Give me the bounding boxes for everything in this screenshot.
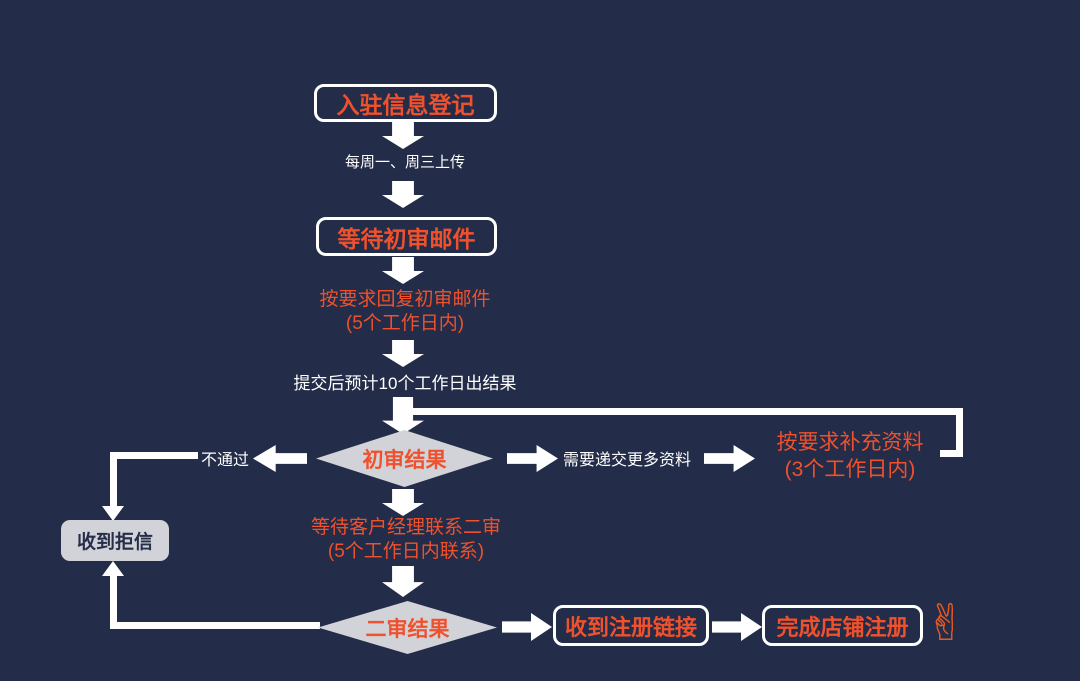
- arrow-right-icon: [507, 445, 558, 472]
- arrow-right-icon: [712, 613, 762, 641]
- reply-email-note-line2: (5个工作日内): [345, 313, 465, 334]
- second-review-contact-note: 等待客户经理联系二审 (5个工作日内联系): [293, 515, 519, 565]
- decision-second-review-label: 二审结果: [365, 617, 450, 641]
- arrow-down-icon: [382, 181, 424, 208]
- arrow-down-icon: [382, 397, 424, 434]
- decision-first-review: 初审结果: [316, 430, 493, 487]
- arrow-down-icon: [382, 489, 424, 516]
- reply-email-note: 按要求回复初审邮件 (5个工作日内): [294, 287, 516, 337]
- step-wait-first-review-email-label: 等待初审邮件: [337, 225, 476, 252]
- step-registration-info-box: 入驻信息登记: [314, 84, 497, 122]
- registration-link-box: 收到注册链接: [553, 605, 709, 646]
- feedback-line-end: [940, 450, 963, 457]
- more-docs-label-text: 需要递交更多资料: [562, 452, 691, 469]
- arrow-down-icon: [382, 257, 424, 284]
- feedback-line-right: [956, 408, 963, 457]
- second-fail-line-vertical: [110, 576, 117, 629]
- supplement-docs-line2: (3个工作日内): [784, 458, 916, 481]
- more-docs-branch-label: 需要递交更多资料: [558, 447, 696, 469]
- fail-label-text: 不通过: [200, 452, 249, 469]
- decision-second-review: 二审结果: [318, 601, 497, 654]
- decision-first-review-label: 初审结果: [362, 448, 447, 472]
- step-registration-info-label: 入驻信息登记: [336, 92, 475, 118]
- fail-line-horizontal: [110, 452, 198, 459]
- result-eta-label: 提交后预计10个工作日出结果: [293, 373, 517, 393]
- second-review-note-line2: (5个工作日内联系): [327, 541, 485, 562]
- arrow-down-icon: [382, 122, 424, 149]
- upload-schedule-label: 每周一、周三上传: [344, 153, 465, 171]
- arrow-left-icon: [253, 445, 307, 472]
- supplement-docs-note: 按要求补充资料 (3个工作日内): [752, 428, 948, 484]
- step-wait-first-review-email-box: 等待初审邮件: [316, 217, 497, 256]
- victory-hand-icon: ✌: [922, 592, 970, 654]
- arrow-right-icon: [704, 445, 755, 472]
- reject-letter-box: 收到拒信: [61, 520, 169, 561]
- victory-hand-glyph: ✌: [925, 595, 967, 651]
- second-fail-line-horizontal: [110, 622, 320, 629]
- second-review-note-line1: 等待客户经理联系二审: [310, 517, 501, 538]
- second-fail-arrowhead-icon: [102, 561, 124, 576]
- reject-letter-label: 收到拒信: [76, 532, 153, 553]
- registration-link-label: 收到注册链接: [564, 614, 697, 640]
- arrow-down-icon: [382, 340, 424, 367]
- fail-line-vertical: [110, 452, 117, 508]
- complete-registration-box: 完成店铺注册: [762, 605, 923, 646]
- supplement-docs-line1: 按要求补充资料: [776, 431, 924, 454]
- upload-schedule-note: 每周一、周三上传: [294, 151, 516, 171]
- arrow-right-icon: [502, 613, 552, 641]
- arrow-down-icon: [382, 566, 424, 597]
- feedback-line-top: [404, 408, 963, 415]
- fail-branch-label: 不通过: [192, 447, 258, 469]
- reply-email-note-line1: 按要求回复初审邮件: [319, 289, 491, 310]
- result-eta-note: 提交后预计10个工作日出结果: [269, 370, 541, 393]
- complete-registration-label: 完成店铺注册: [776, 614, 909, 640]
- fail-arrowhead-icon: [102, 506, 124, 521]
